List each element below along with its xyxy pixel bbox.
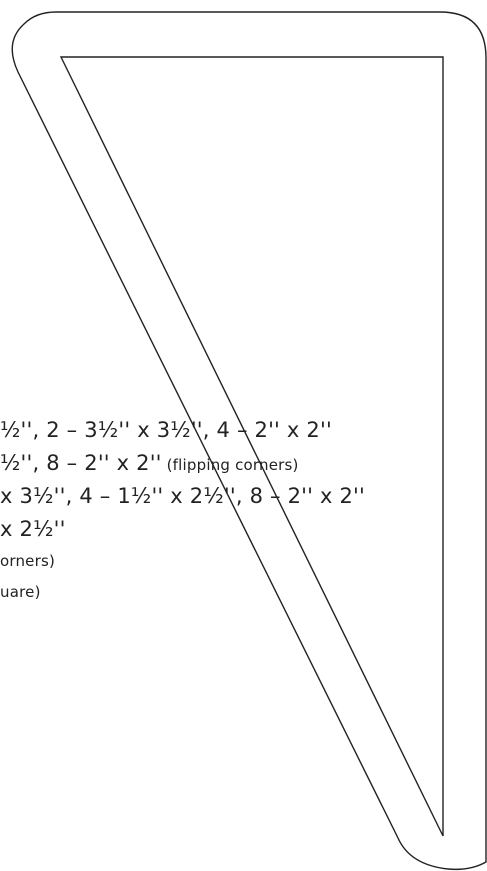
cut-list-line-1: ½'', 2 – 3½'' x 3½'', 4 – 2'' x 2'' xyxy=(0,418,332,442)
cut-list-line-3: x 3½'', 4 – 1½'' x 2½'', 8 – 2'' x 2'' xyxy=(0,484,365,508)
cut-list-line-6: uare) xyxy=(0,583,41,601)
cut-list-line-5: orners) xyxy=(0,552,56,570)
inner-sew-line xyxy=(59,56,444,837)
cut-list-line-2: ½'', 8 – 2'' x 2'' (flipping corners) xyxy=(0,451,299,475)
cut-list-line-2-note: (flipping corners) xyxy=(161,456,299,474)
cut-list-line-2-main: ½'', 8 – 2'' x 2'' xyxy=(0,451,162,475)
outer-cut-line xyxy=(11,11,487,871)
cut-list-line-4: x 2½'' xyxy=(0,517,66,541)
